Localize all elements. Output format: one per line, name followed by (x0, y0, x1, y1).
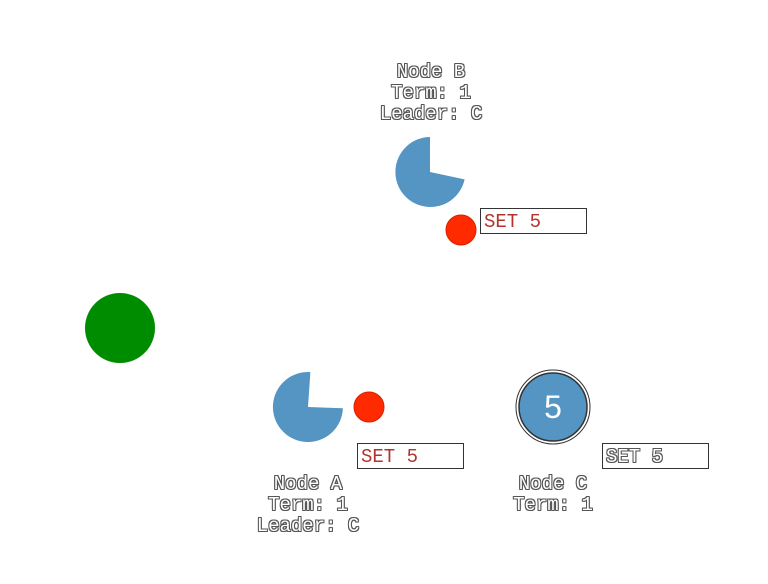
node-a-leader: Leader: C (256, 515, 360, 537)
node-c-name: Node C (518, 473, 588, 495)
node-c-term: Term: 1 (513, 494, 593, 516)
node-c-icon[interactable] (518, 372, 588, 442)
node-a-icon[interactable] (272, 372, 343, 443)
node-b-leader: Leader: C (379, 103, 483, 125)
node-b-name: Node B (396, 61, 466, 83)
message-box-node-a[interactable]: SET 5 (357, 443, 464, 469)
node-b-icon[interactable] (395, 137, 465, 207)
message-box-node-b[interactable]: SET 5 (480, 208, 587, 234)
message-to-node-a[interactable] (353, 391, 385, 423)
node-a-name: Node A (273, 473, 343, 495)
node-c-leader-ring (515, 369, 591, 445)
node-c-log-value: 5 (544, 389, 562, 425)
node-a-term: Term: 1 (268, 494, 348, 516)
node-c-label: Node C Term: 1 (483, 474, 623, 516)
node-b-label: Node B Term: 1 Leader: C (361, 62, 501, 125)
message-box-node-c[interactable]: SET 5 (602, 443, 709, 469)
node-b-term: Term: 1 (391, 82, 471, 104)
client-node-icon[interactable] (85, 293, 155, 363)
message-to-node-b[interactable] (445, 214, 477, 246)
node-a-label: Node A Term: 1 Leader: C (238, 474, 378, 537)
